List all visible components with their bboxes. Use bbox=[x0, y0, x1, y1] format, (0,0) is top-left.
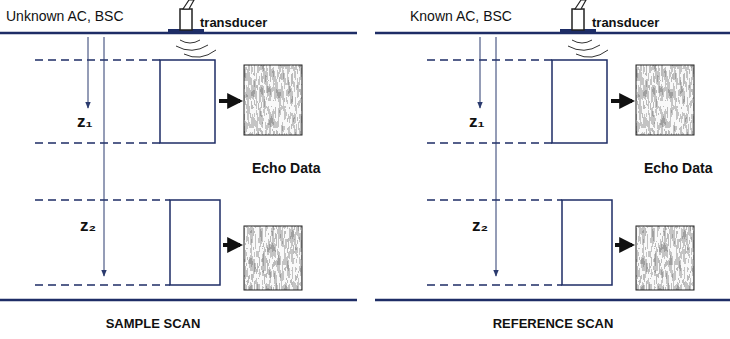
depth-label: z₁ bbox=[77, 112, 93, 132]
wave-arc bbox=[176, 45, 208, 50]
window-box bbox=[160, 60, 215, 143]
panel-title: REFERENCE SCAN bbox=[493, 317, 614, 332]
window-box bbox=[170, 200, 220, 285]
echo-image-border bbox=[244, 65, 302, 135]
wave-arc bbox=[180, 40, 200, 43]
scan-panel bbox=[35, 0, 302, 290]
data-arrow bbox=[223, 243, 240, 247]
transducer-body bbox=[180, 9, 192, 30]
depth-arrow bbox=[104, 37, 105, 276]
dashed-boundary bbox=[35, 59, 160, 61]
wave-arc bbox=[184, 50, 216, 57]
echo-image bbox=[244, 65, 302, 135]
depth-label: z₁ bbox=[469, 112, 485, 132]
bottom-line bbox=[0, 299, 357, 302]
dashed-boundary bbox=[35, 284, 170, 286]
depth-arrow bbox=[88, 37, 89, 108]
bottom-line bbox=[375, 299, 730, 302]
transducer-label: transducer bbox=[200, 16, 267, 31]
dashed-boundary bbox=[35, 199, 170, 201]
depth-label: z₂ bbox=[472, 216, 488, 236]
echo-label: Echo Data bbox=[644, 160, 712, 176]
echo-label: Echo Data bbox=[252, 160, 320, 176]
transducer-cable bbox=[183, 0, 194, 9]
reference-property: Known AC, BSC bbox=[410, 8, 512, 24]
dashed-boundary bbox=[35, 142, 160, 144]
surface-line bbox=[375, 32, 730, 35]
transducer-label: transducer bbox=[592, 16, 659, 31]
panel-title: SAMPLE SCAN bbox=[106, 317, 201, 332]
scan-panel-copy bbox=[427, 0, 694, 290]
data-arrow bbox=[219, 99, 240, 103]
sample-property: Unknown AC, BSC bbox=[6, 8, 124, 24]
echo-image-border bbox=[244, 226, 302, 290]
echo-image bbox=[244, 226, 302, 290]
depth-label: z₂ bbox=[80, 216, 96, 236]
